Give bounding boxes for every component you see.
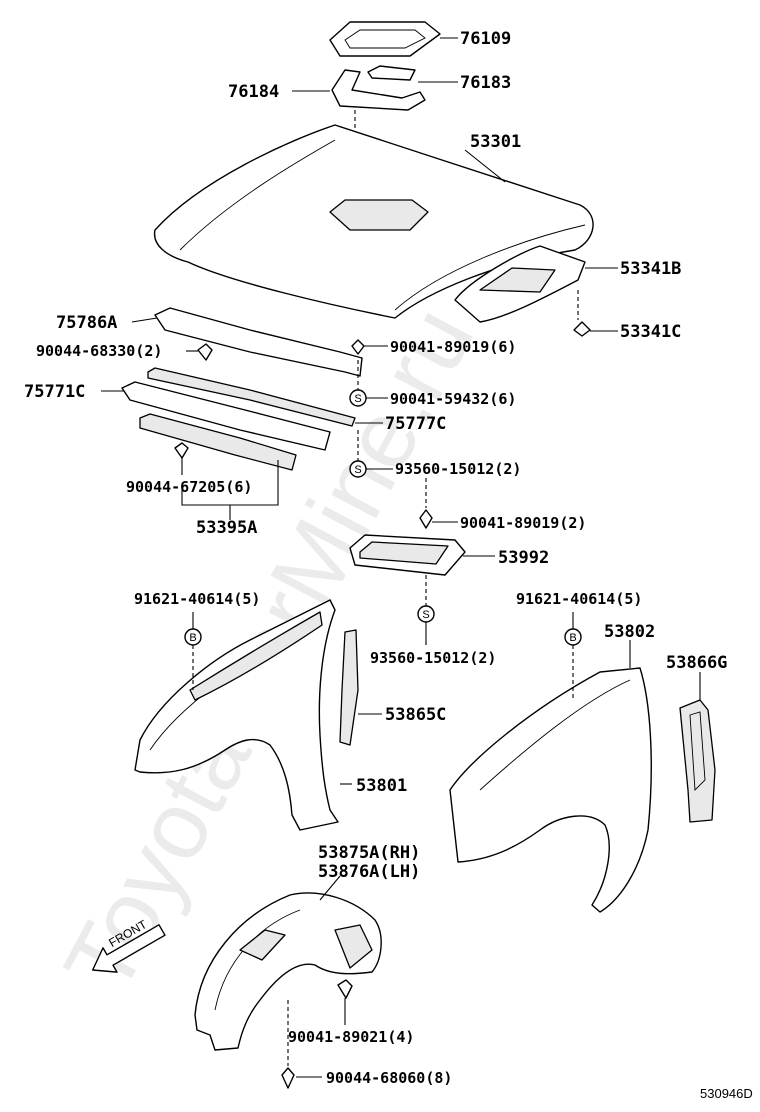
label-93560-15012-a: 93560-15012(2) [395,460,521,478]
part-76109-scoop-cover [329,21,441,57]
svg-text:S: S [354,464,361,476]
svg-text:B: B [189,632,196,644]
label-53801: 53801 [356,776,407,796]
part-90041-89021-screw [337,979,353,999]
label-53395A: 53395A [196,518,257,538]
part-90041-89019-nut-2 [419,509,433,529]
part-53866G-seal [679,699,716,823]
label-53341B: 53341B [620,259,681,279]
label-90044-68330: 90044-68330(2) [36,342,162,360]
label-53875A: 53875A(RH) [318,843,420,863]
label-90041-59432: 90041-59432(6) [390,390,516,408]
label-90044-67205: 90044-67205(6) [126,478,252,496]
label-53341C: 53341C [620,322,681,342]
label-75777C: 75777C [385,414,446,434]
label-76109: 76109 [460,29,511,49]
part-53395A-seal [139,413,297,471]
label-91621-right: 91621-40614(5) [516,590,642,608]
svg-text:B: B [569,632,576,644]
label-53992: 53992 [498,548,549,568]
label-90041-89019-2: 90041-89019(2) [460,514,586,532]
label-53866G: 53866G [666,653,727,673]
part-53992-seal [349,534,466,576]
part-53802-front-fender-lh [449,667,652,913]
part-53341C-clip [573,321,591,337]
part-75771C-molding [121,381,331,451]
part-75786A-hood-molding [154,307,363,377]
part-53865C-seal [339,629,359,746]
label-90044-68060: 90044-68060(8) [326,1069,452,1087]
part-90044-68060-clip [281,1067,295,1089]
part-76183-seal [367,65,416,81]
label-90041-89019-6: 90041-89019(6) [390,338,516,356]
label-76183: 76183 [460,73,511,93]
part-90041-89019-nut [351,339,365,355]
label-75786A: 75786A [56,313,117,333]
label-53802: 53802 [604,622,655,642]
label-93560-15012-b: 93560-15012(2) [370,649,496,667]
label-53865C: 53865C [385,705,446,725]
part-90044-68330-clip [197,343,213,361]
label-91621-left: 91621-40614(5) [134,590,260,608]
part-53301-hood [153,124,594,319]
label-76184: 76184 [228,82,279,102]
part-53341B-hood-insulator [454,245,586,323]
diagram-ref-number: 530946D [700,1086,753,1101]
label-90041-89021: 90041-89021(4) [288,1028,414,1046]
part-53875A-53876A-fender-liner [194,892,382,1051]
part-75777C-weatherstrip [147,367,356,427]
part-90044-67205-clip [174,442,189,459]
svg-text:S: S [422,609,429,621]
part-53801-front-fender-rh [134,599,339,831]
part-76184-seal [331,69,426,111]
label-53301: 53301 [470,132,521,152]
svg-text:S: S [354,393,361,405]
label-75771C: 75771C [24,382,85,402]
label-53876A: 53876A(LH) [318,862,420,882]
